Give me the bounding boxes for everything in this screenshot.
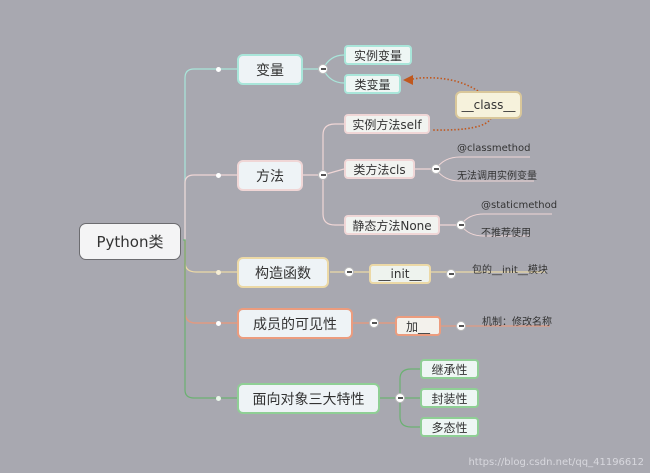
branch-dot [216, 321, 221, 326]
note-not-recommended: 不推荐使用 [481, 228, 531, 239]
collapse-toggle[interactable] [318, 170, 328, 180]
branch-dot [216, 270, 221, 275]
collapse-toggle[interactable] [431, 164, 441, 174]
collapse-toggle[interactable] [395, 393, 405, 403]
subtopic-instance-method[interactable]: 实例方法self [344, 114, 430, 134]
topic-constructor[interactable]: 构造函数 [237, 257, 329, 288]
watermark: https://blog.csdn.net/qq_41196612 [468, 457, 644, 468]
subtopic-init[interactable]: __init__ [369, 264, 431, 284]
note-package-init: 包的__init__模块 [472, 265, 548, 276]
topic-oop-features[interactable]: 面向对象三大特性 [237, 383, 380, 414]
collapse-toggle[interactable] [456, 321, 466, 331]
subtopic-static-method[interactable]: 静态方法None [344, 215, 440, 235]
class-relation-arrow [412, 76, 479, 92]
note-classmethod: @classmethod [457, 143, 531, 154]
branch-dot [216, 67, 221, 72]
relation-class-node[interactable]: __class__ [455, 91, 522, 119]
topic-visibility[interactable]: 成员的可见性 [237, 308, 353, 339]
collapse-toggle[interactable] [446, 269, 456, 279]
arrowhead-icon [403, 75, 413, 85]
subtopic-instance-variable[interactable]: 实例变量 [344, 45, 412, 65]
note-staticmethod: @staticmethod [481, 200, 558, 211]
root-node[interactable]: Python类 [79, 223, 181, 260]
topic-variables[interactable]: 变量 [237, 54, 303, 85]
connector-root-visibility [184, 240, 238, 324]
branch-dot [216, 396, 221, 401]
connector-root-methods [184, 174, 238, 240]
collapse-toggle[interactable] [456, 220, 466, 230]
connector-root-oop [183, 239, 238, 399]
class-relation-self [432, 117, 492, 131]
topic-methods[interactable]: 方法 [237, 160, 303, 191]
subtopic-class-variable[interactable]: 类变量 [344, 74, 401, 94]
note-no-instance-vars: 无法调用实例变量 [457, 171, 537, 182]
subtopic-inheritance[interactable]: 继承性 [420, 359, 479, 379]
collapse-toggle[interactable] [344, 267, 354, 277]
subtopic-class-method[interactable]: 类方法cls [344, 159, 415, 179]
subtopic-polymorphism[interactable]: 多态性 [420, 417, 479, 437]
subtopic-name-mangling[interactable]: 加__ [395, 316, 441, 336]
branch-dot [216, 173, 221, 178]
root-label: Python类 [96, 233, 164, 251]
collapse-toggle[interactable] [318, 64, 328, 74]
subtopic-encapsulation[interactable]: 封装性 [420, 388, 479, 408]
note-mechanism: 机制：修改名称 [482, 317, 552, 328]
connector-root-constructor [184, 240, 238, 273]
collapse-toggle[interactable] [369, 318, 379, 328]
connector-root-variables [183, 68, 238, 241]
